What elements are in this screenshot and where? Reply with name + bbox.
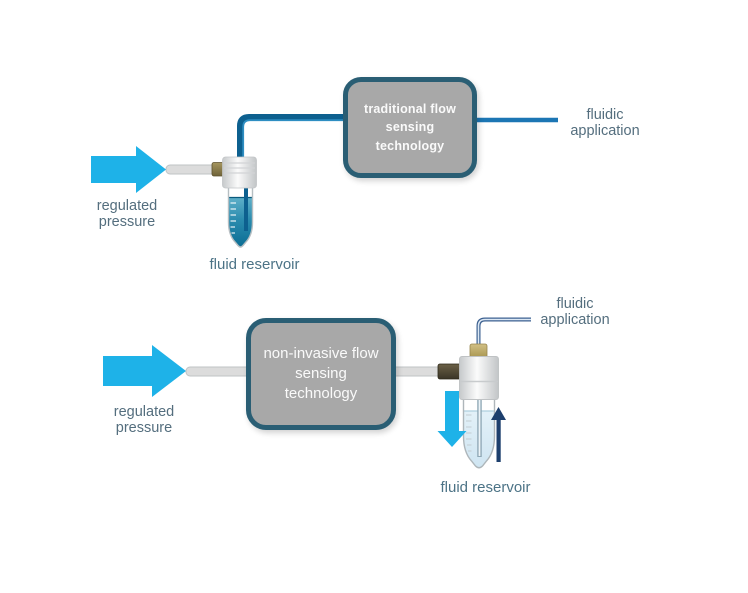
bottom-fluidic-tube: [476, 317, 531, 346]
traditional-flow-sensor-box-label: traditional flow sensing technology: [363, 102, 457, 153]
bottom-flow-up-arrow-icon: [491, 407, 506, 462]
non-invasive-flow-sensor-box: non-invasive flow sensing technology: [246, 318, 396, 430]
non-invasive-flow-sensor-box-label: non-invasive flow sensing technology: [263, 344, 379, 403]
top-reservoir-cap: [222, 156, 257, 189]
bottom-sensor-cap: [459, 343, 499, 400]
top-regulated-pressure-label: regulated pressure: [96, 198, 158, 231]
bottom-fluid-reservoir-label: fluid reservoir: [440, 479, 531, 496]
bottom-fluidic-application-label: fluidic application: [540, 296, 610, 329]
top-sensor-pipe: [237, 114, 350, 164]
bottom-regulated-pressure-arrow-icon: [103, 345, 186, 397]
top-fluid-reservoir-tube: [227, 185, 254, 248]
top-regulated-pressure-arrow-icon: [91, 146, 166, 193]
bottom-connector: [437, 363, 462, 380]
top-fluidic-application-label: fluidic application: [570, 107, 640, 140]
traditional-flow-sensor-box: traditional flow sensing technology: [343, 77, 477, 178]
top-fluid-reservoir-label: fluid reservoir: [209, 256, 300, 273]
bottom-regulated-pressure-label: regulated pressure: [113, 404, 175, 437]
bottom-outlet-tubing: [391, 366, 443, 377]
bottom-flow-down-arrow-icon: [437, 391, 467, 447]
bottom-inlet-tubing: [185, 366, 251, 377]
top-supply-tubing: [165, 162, 231, 177]
bottom-fluid-reservoir-tube: [462, 398, 496, 469]
